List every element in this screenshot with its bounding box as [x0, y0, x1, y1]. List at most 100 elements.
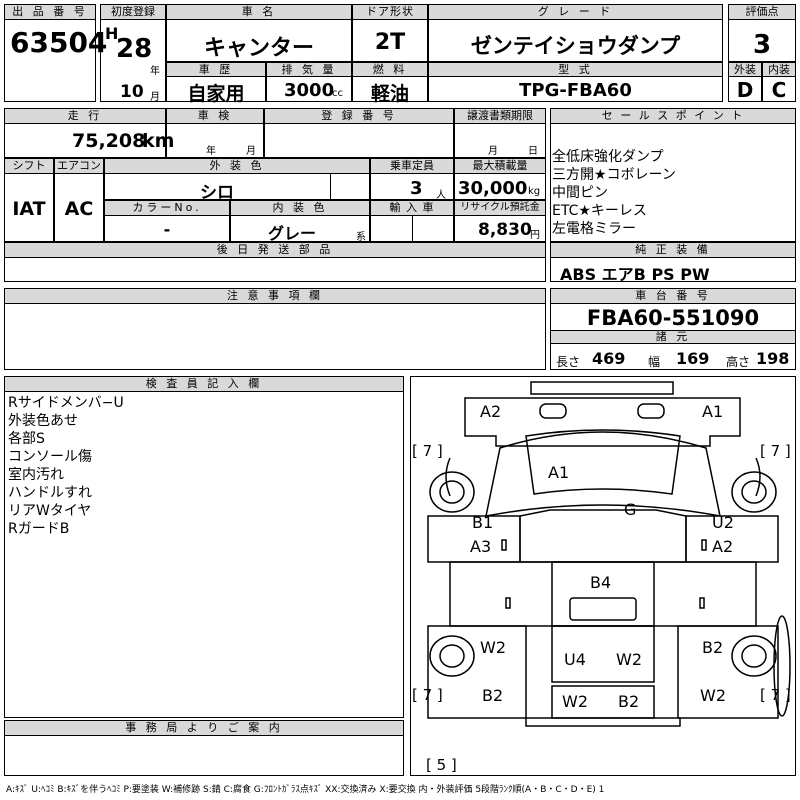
specs-label: 諸 元 — [550, 330, 796, 344]
displacement: 3000 — [284, 80, 335, 101]
interior-score: C — [771, 78, 787, 102]
rear-left-tire — [429, 635, 475, 677]
mark-rear-2: B2 — [618, 692, 640, 711]
sales-point-label: セ ー ル ス ポ イ ン ト — [550, 108, 796, 124]
shift-label: シフト — [4, 158, 54, 174]
rear-center-panel — [551, 625, 655, 683]
cab-roof — [485, 431, 721, 517]
capacity: 3 — [410, 178, 423, 199]
recycle-deposit: 8,830 — [478, 220, 532, 240]
inspector-list: Rサイドメンバ−U 外装色あせ 各部S コンソール傷 室内汚れ ハンドルすれ リ… — [8, 394, 124, 538]
tire-front-left: [ 7 ] — [412, 442, 443, 460]
history-label: 車 歴 — [166, 62, 266, 77]
length-label: 長さ — [556, 355, 581, 369]
mark-rear-1: W2 — [562, 692, 588, 711]
inspection-label: 車 検 — [166, 108, 264, 124]
windshield — [525, 429, 681, 495]
front-left-tire-hub — [439, 480, 465, 504]
exterior-color-divider — [330, 174, 370, 200]
bed-panel — [569, 597, 637, 621]
mark-left-door-1: B1 — [472, 513, 494, 532]
inspector-item: ハンドルすれ — [8, 485, 92, 501]
left-door-handle — [501, 539, 507, 551]
length: 469 — [592, 349, 626, 368]
mark-roof: G — [624, 500, 637, 519]
mark-left-rear-2: B2 — [482, 686, 504, 705]
tire-front-right: [ 7 ] — [760, 442, 791, 460]
history: 自家用 — [187, 83, 245, 105]
spare-tire-score: [ 5 ] — [426, 756, 457, 774]
transfer-deadline-label: 譲渡書類期限 — [454, 108, 546, 124]
bed-left-pin — [505, 597, 511, 609]
interior-color: グレー — [267, 224, 316, 243]
rear-left-panel — [427, 625, 527, 719]
inspector-item: 室内汚れ — [8, 467, 64, 483]
front-bumper-outline — [530, 381, 674, 395]
lot-number-label: 出 品 番 号 — [4, 4, 96, 20]
cab-center — [519, 509, 687, 563]
fuel-label: 燃 料 — [352, 62, 428, 77]
bed-floor — [551, 561, 655, 627]
max-load-label: 最大積載量 — [454, 158, 546, 174]
score-label: 評価点 — [728, 4, 796, 20]
mark-front-left: A2 — [480, 402, 502, 421]
width: 169 — [676, 349, 710, 368]
color-number-label: カラーNo. — [104, 200, 230, 216]
transfer-month-unit: 月 — [488, 146, 498, 157]
mark-left-door-2: A3 — [470, 537, 492, 556]
sales-point-item: 左電格ミラー — [552, 221, 636, 237]
height-label: 高さ — [726, 355, 751, 369]
registration-number-label: 登 録 番 号 — [264, 108, 454, 124]
mark-windshield: A1 — [548, 463, 570, 482]
height: 198 — [756, 349, 790, 368]
left-mirror — [445, 457, 451, 497]
era: H — [105, 24, 119, 43]
mark-center-1: U4 — [564, 650, 586, 669]
bed-right-pin — [699, 597, 705, 609]
interior-label: 内装 — [762, 62, 796, 77]
spare-tire — [773, 615, 791, 717]
car-name-label: 車 名 — [166, 4, 352, 20]
score: 3 — [752, 30, 772, 60]
recycle-unit: 円 — [530, 230, 540, 241]
notes-label: 注 意 事 項 欄 — [4, 288, 546, 304]
recycle-label: リサイクル預託金 — [454, 200, 546, 216]
cab-outline — [464, 397, 741, 447]
right-door-handle — [701, 539, 707, 551]
inspector-item: リアWタイヤ — [8, 503, 92, 519]
later-parts-label: 後 日 発 送 部 品 — [4, 242, 546, 258]
rear-right-tire-hub — [741, 644, 767, 668]
grade: ゼンテイショウダンプ — [470, 34, 681, 58]
fuel: 軽油 — [370, 83, 409, 105]
sales-point-item: 全低床強化ダンプ — [552, 149, 664, 165]
month-unit: 月 — [150, 92, 160, 103]
first-registration-label: 初度登録 — [100, 4, 166, 20]
exterior-color: シロ — [200, 183, 234, 203]
sales-point-item: ETC★キーレス — [552, 203, 647, 219]
inspector-label: 検 査 員 記 入 欄 — [4, 376, 404, 392]
front-grille-2 — [637, 403, 665, 419]
exterior-label: 外装 — [728, 62, 762, 77]
rear-right-tire — [731, 635, 777, 677]
car-name: キャンター — [203, 36, 314, 61]
year-unit: 年 — [150, 66, 160, 77]
inspection-month-unit: 月 — [246, 146, 256, 157]
chassis-number: FBA60-551090 — [586, 306, 760, 330]
interior-color-unit: 系 — [356, 232, 366, 243]
grade-label: グ レ ー ド — [428, 4, 723, 20]
mileage-label: 走 行 — [4, 108, 166, 124]
front-right-tire — [731, 471, 777, 513]
mark-front-right: A1 — [702, 402, 724, 421]
inspector-item: Rサイドメンバ−U — [8, 395, 124, 411]
office-label: 事 務 局 よ り ご 案 内 — [4, 720, 404, 736]
capacity-label: 乗車定員 — [370, 158, 454, 174]
aircon-label: エアコン — [54, 158, 104, 174]
front-left-tire — [429, 471, 475, 513]
model: TPG-FBA60 — [519, 80, 632, 101]
legend: A:ｷｽﾞ U:ﾍｺﾐ B:ｷｽﾞを伴うﾍｺﾐ P:要塗装 W:補修跡 S:錆 … — [6, 785, 605, 795]
rear-bumper — [525, 717, 681, 727]
color-number: - — [163, 220, 171, 239]
truck-diagram — [427, 381, 791, 727]
tire-rear-left: [ 7 ] — [412, 686, 443, 704]
inspector-item: 各部S — [8, 431, 45, 447]
